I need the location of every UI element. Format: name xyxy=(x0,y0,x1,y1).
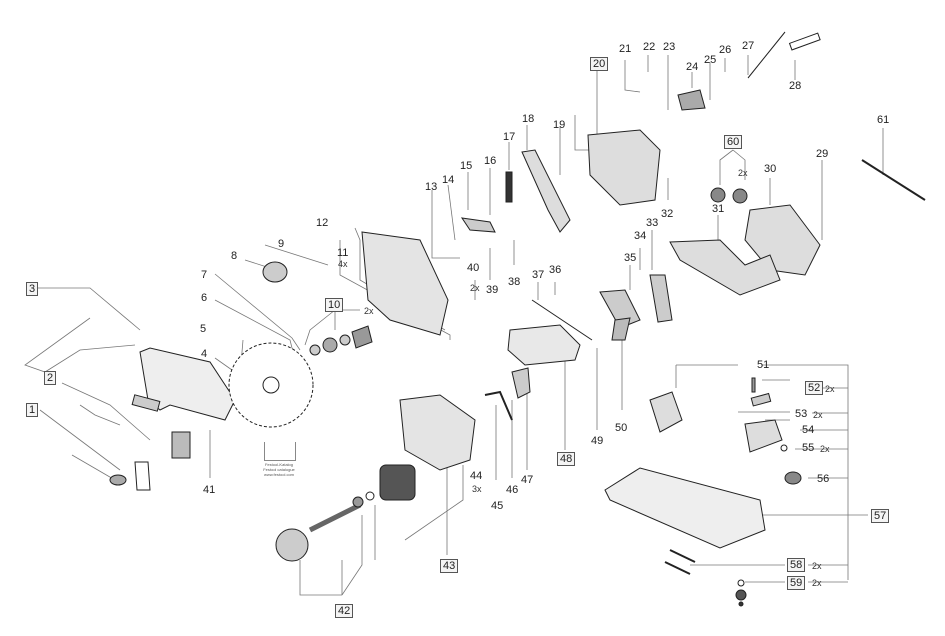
part-2 xyxy=(171,431,191,459)
catalog-book-icon xyxy=(264,442,296,461)
callout-4[interactable]: 4 xyxy=(201,348,208,360)
guard-logo-plate xyxy=(131,394,161,412)
callout-47[interactable]: 47 xyxy=(521,474,534,486)
callout-6[interactable]: 6 xyxy=(201,292,208,304)
callout-21[interactable]: 21 xyxy=(619,43,632,55)
callout-41[interactable]: 41 xyxy=(203,484,216,496)
qty-10: 2x xyxy=(364,306,374,316)
callout-28[interactable]: 28 xyxy=(789,80,802,92)
callout-45[interactable]: 45 xyxy=(491,500,504,512)
callout-52[interactable]: 52 xyxy=(805,381,824,395)
callout-43[interactable]: 43 xyxy=(440,559,459,573)
callout-59[interactable]: 59 xyxy=(787,576,806,590)
callout-8[interactable]: 8 xyxy=(231,250,238,262)
callout-55[interactable]: 55 xyxy=(802,442,815,454)
callout-17[interactable]: 17 xyxy=(503,131,516,143)
callout-1[interactable]: 1 xyxy=(26,403,39,417)
callout-54[interactable]: 54 xyxy=(802,424,815,436)
book-caption-line: Festool-Katalog xyxy=(264,462,293,467)
qty-44: 3x xyxy=(472,484,482,494)
callout-27[interactable]: 27 xyxy=(742,40,755,52)
callout-31[interactable]: 31 xyxy=(712,203,725,215)
callout-30[interactable]: 30 xyxy=(764,163,777,175)
qty-53: 2x xyxy=(813,410,823,420)
qty-52: 2x xyxy=(825,384,835,394)
callout-22[interactable]: 22 xyxy=(643,41,656,53)
callout-34[interactable]: 34 xyxy=(634,230,647,242)
qty-58: 2x xyxy=(812,561,822,571)
callout-38[interactable]: 38 xyxy=(508,276,521,288)
callout-26[interactable]: 26 xyxy=(719,44,732,56)
callout-20[interactable]: 20 xyxy=(590,57,609,71)
part-8 xyxy=(262,261,288,283)
callout-23[interactable]: 23 xyxy=(663,41,676,53)
part-12 xyxy=(361,231,449,336)
callout-18[interactable]: 18 xyxy=(522,113,535,125)
callout-42[interactable]: 42 xyxy=(335,604,354,618)
callout-16[interactable]: 16 xyxy=(484,155,497,167)
callout-3[interactable]: 3 xyxy=(26,282,39,296)
part-1-knob xyxy=(109,474,127,486)
callout-49[interactable]: 49 xyxy=(591,435,604,447)
callout-36[interactable]: 36 xyxy=(549,264,562,276)
callout-32[interactable]: 32 xyxy=(661,208,674,220)
callout-7[interactable]: 7 xyxy=(201,269,208,281)
callout-40[interactable]: 40 xyxy=(467,262,480,274)
qty-55: 2x xyxy=(820,444,830,454)
callout-19[interactable]: 19 xyxy=(553,119,566,131)
callout-12[interactable]: 12 xyxy=(316,217,329,229)
qty-40: 2x xyxy=(470,283,480,293)
callout-56[interactable]: 56 xyxy=(817,473,830,485)
part-20 xyxy=(587,129,661,206)
book-caption-line: Festool catalogue xyxy=(263,467,295,472)
callout-5[interactable]: 5 xyxy=(200,323,207,335)
part-1 xyxy=(134,461,151,491)
callout-44[interactable]: 44 xyxy=(470,470,483,482)
qty-59: 2x xyxy=(812,578,822,588)
callout-13[interactable]: 13 xyxy=(425,181,438,193)
callout-37[interactable]: 37 xyxy=(532,269,545,281)
book-caption-line: www.festool.com xyxy=(263,472,294,477)
qty-60: 2x xyxy=(738,168,748,178)
callout-11[interactable]: 11 xyxy=(337,247,349,259)
callout-25[interactable]: 25 xyxy=(704,54,717,66)
part-48 xyxy=(507,324,581,366)
callout-2[interactable]: 2 xyxy=(44,371,57,385)
callout-15[interactable]: 15 xyxy=(460,160,473,172)
qty-11: 4x xyxy=(338,259,348,269)
base-plate-57 xyxy=(604,467,766,549)
callout-58[interactable]: 58 xyxy=(787,558,806,572)
callout-33[interactable]: 33 xyxy=(646,217,659,229)
callout-53[interactable]: 53 xyxy=(795,408,808,420)
callout-9[interactable]: 9 xyxy=(278,238,285,250)
callout-35[interactable]: 35 xyxy=(624,252,637,264)
callout-29[interactable]: 29 xyxy=(816,148,829,160)
field-coil xyxy=(379,464,416,501)
callout-10[interactable]: 10 xyxy=(325,298,344,312)
callout-48[interactable]: 48 xyxy=(557,452,576,466)
callout-24[interactable]: 24 xyxy=(686,61,699,73)
fan-42 xyxy=(275,528,309,562)
callout-39[interactable]: 39 xyxy=(486,284,499,296)
callout-60[interactable]: 60 xyxy=(724,135,743,149)
callout-51[interactable]: 51 xyxy=(757,359,770,371)
callout-57[interactable]: 57 xyxy=(871,509,890,523)
motor-housing-43 xyxy=(399,394,476,471)
callout-46[interactable]: 46 xyxy=(506,484,519,496)
callout-61[interactable]: 61 xyxy=(877,114,890,126)
callout-14[interactable]: 14 xyxy=(442,174,455,186)
part-31 xyxy=(669,239,781,296)
callout-50[interactable]: 50 xyxy=(615,422,628,434)
book-caption: Festool-Katalog Festool catalogue www.fe… xyxy=(259,462,299,477)
